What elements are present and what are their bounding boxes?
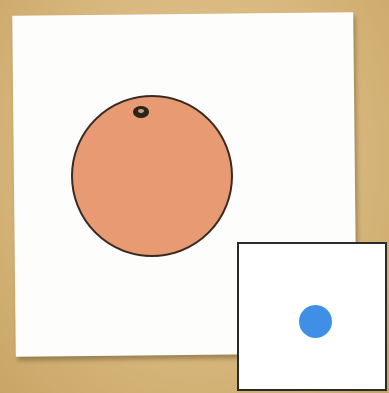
blue-dot-icon (299, 305, 332, 338)
orange-body (72, 96, 232, 256)
orange-stem-highlight (138, 109, 144, 113)
inset-frame (237, 242, 387, 391)
